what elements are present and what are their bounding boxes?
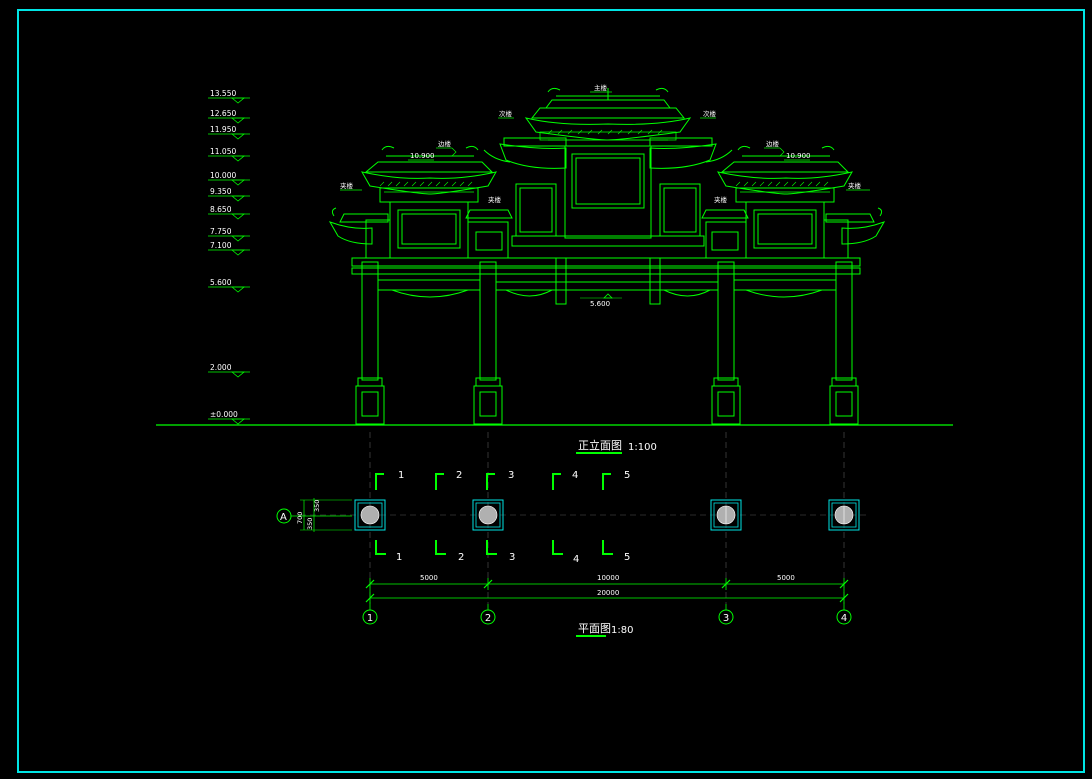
- plan-column-1: [354, 499, 386, 531]
- section-label-top-5: 5: [624, 470, 630, 481]
- elevation-level-mark: 12.650: [208, 109, 250, 124]
- height-label-left: 10.900: [410, 152, 435, 160]
- elevation-scale: 1:100: [628, 442, 657, 453]
- section-markers-bottom: [375, 540, 613, 555]
- section-label-top-1: 1: [398, 470, 404, 481]
- elevation-level-mark: 11.050: [208, 147, 250, 162]
- row-axis-label: A: [280, 512, 287, 523]
- elevation-level-marks: 13.550 12.650 11.950 11.050 10.000 9.350 8.650…: [208, 89, 250, 425]
- row-dim-1: 700: [296, 512, 304, 524]
- elevation-level-label: 13.550: [210, 89, 236, 98]
- dim-span-2: 10000: [597, 574, 619, 582]
- main-tower: [483, 87, 733, 247]
- elevation-level-label: 2.000: [210, 363, 232, 372]
- elevation-columns: [355, 261, 859, 425]
- elevation-level-label: 10.000: [210, 171, 236, 180]
- tag-leaders: [340, 91, 870, 191]
- height-label-right: 10.900: [786, 152, 811, 160]
- tag-top-center: 主楼: [594, 83, 608, 92]
- section-label-bottom-4: 4: [573, 554, 579, 565]
- bracket-hatching: [379, 129, 829, 187]
- section-label-bottom-3: 3: [509, 552, 515, 563]
- row-axis-a: A 700 350 350: [276, 498, 352, 532]
- tag-right-outer: 夹楼: [848, 181, 862, 190]
- tag-upper-left: 次楼: [499, 109, 513, 118]
- plan-title: 平面图: [578, 622, 611, 635]
- elevation-level-mark: 13.550: [208, 89, 250, 104]
- column-axis-2: 2: [485, 613, 491, 624]
- left-outer-wing: [328, 207, 513, 259]
- tag-right-roof: 边楼: [766, 139, 780, 148]
- plan-column-2: [472, 499, 504, 531]
- elevation-level-label: 11.050: [210, 147, 236, 156]
- tag-left-bottom: 夹楼: [488, 195, 502, 204]
- plan-view: 1 2 3 4 5 1 2 3 4 5 A 700 350 350: [276, 432, 870, 637]
- elevation-title-block: 正立面图 1:100: [576, 438, 657, 454]
- right-outer-wing: [701, 207, 886, 259]
- section-label-bottom-1: 1: [396, 552, 402, 563]
- section-label-top-2: 2: [456, 470, 462, 481]
- elevation-level-mark: 7.100: [208, 241, 250, 256]
- elevation-level-mark: 9.350: [208, 187, 250, 202]
- plan-column-4: [828, 499, 860, 531]
- elevation-level-label: 12.650: [210, 109, 236, 118]
- column-axis-4: 4: [841, 613, 847, 624]
- dim-span-1: 5000: [420, 574, 438, 582]
- section-label-bottom-5: 5: [624, 552, 630, 563]
- elevation-level-label: ±0.000: [210, 410, 238, 419]
- elevation-title: 正立面图: [578, 438, 622, 452]
- section-markers-top: [375, 473, 611, 490]
- elevation-level-label: 7.100: [210, 241, 232, 250]
- plan-columns: [354, 499, 860, 531]
- elevation-level-mark: 2.000: [208, 363, 250, 378]
- dim-total: 20000: [597, 589, 619, 597]
- column-axes: 1 2 3 4: [362, 604, 852, 625]
- section-label-top-4: 4: [572, 470, 578, 481]
- plan-title-block: 平面图 1:80: [576, 622, 633, 637]
- left-secondary-tower: [361, 145, 497, 259]
- elevation-level-label: 11.950: [210, 125, 236, 134]
- column-axis-1: 1: [367, 613, 373, 624]
- plan-column-3: [710, 499, 742, 531]
- beam-height-label: 5.600: [590, 300, 610, 308]
- elevation-level-mark: 7.750: [208, 227, 250, 242]
- tag-left-roof: 边楼: [438, 139, 452, 148]
- drawing-frame: [17, 9, 1085, 773]
- tag-left-outer: 夹楼: [340, 181, 354, 190]
- elevation-level-mark: 8.650: [208, 205, 250, 220]
- main-beams: [351, 257, 861, 305]
- front-elevation: [156, 87, 953, 426]
- row-dim-2: 350: [306, 518, 314, 530]
- section-label-top-3: 3: [508, 470, 514, 481]
- tag-right-bottom: 夹楼: [714, 195, 728, 204]
- plan-scale: 1:80: [611, 625, 633, 636]
- row-dim-3: 350: [313, 500, 321, 512]
- elevation-level-label: 5.600: [210, 278, 232, 287]
- tag-upper-right: 次楼: [703, 109, 717, 118]
- elevation-level-label: 9.350: [210, 187, 232, 196]
- elevation-level-label: 8.650: [210, 205, 232, 214]
- elevation-level-mark: 11.950: [208, 125, 250, 140]
- elevation-level-mark: 5.600: [208, 278, 250, 293]
- elevation-level-label: 7.750: [210, 227, 232, 236]
- dim-span-3: 5000: [777, 574, 795, 582]
- section-label-bottom-2: 2: [458, 552, 464, 563]
- elevation-level-mark: 10.000: [208, 171, 250, 186]
- column-axis-3: 3: [723, 613, 729, 624]
- elevation-level-mark: ±0.000: [208, 410, 250, 425]
- dimension-lines: [365, 578, 849, 604]
- beam-level-symbol: [603, 293, 613, 299]
